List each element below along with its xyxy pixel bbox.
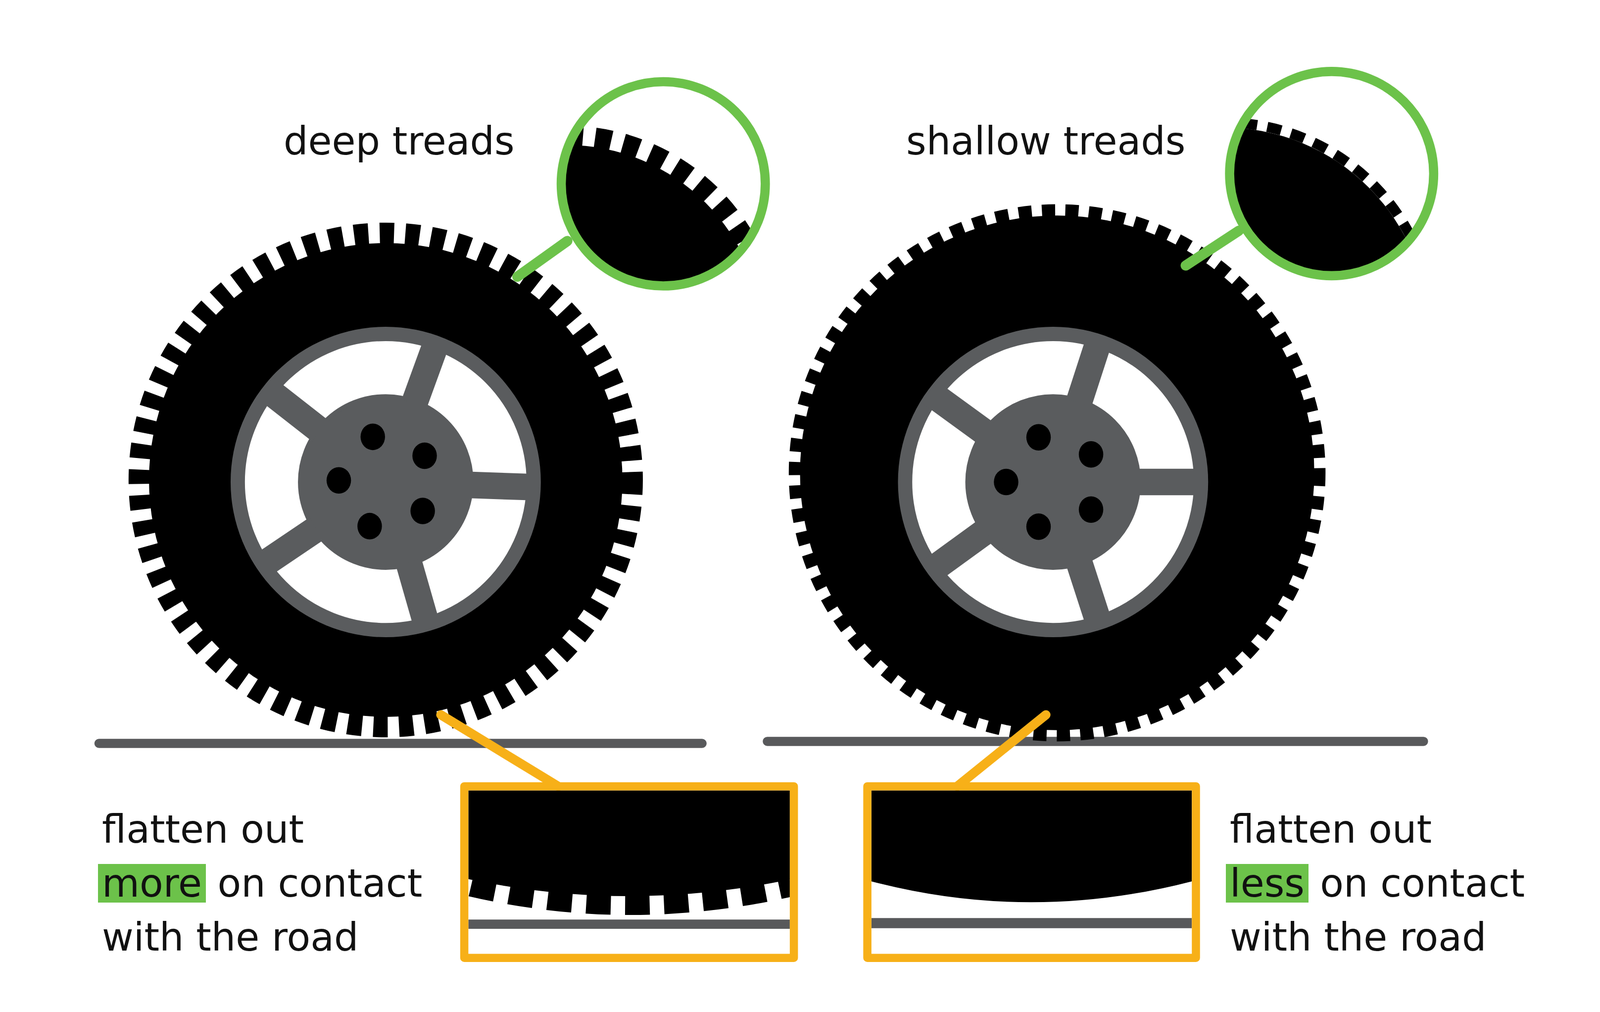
rim-window	[938, 367, 1168, 597]
leader-line	[957, 714, 1046, 786]
label: on contact	[1319, 863, 1525, 903]
wheel-hub	[897, 326, 1209, 637]
label: flatten out	[101, 809, 304, 849]
bolt-hole	[357, 512, 382, 540]
highlighted-word: more	[97, 863, 206, 903]
road	[98, 738, 703, 748]
bolt-hole	[412, 442, 437, 470]
deep-tread-tire	[141, 234, 631, 725]
rim-window	[271, 367, 500, 597]
bolt-hole	[410, 497, 435, 525]
label: with the road	[101, 917, 359, 957]
bolt-hole	[326, 466, 351, 494]
rim	[897, 326, 1209, 637]
bolt-hole	[1078, 440, 1104, 468]
text-line: shallow treads	[906, 121, 1186, 161]
highlighted-word: less	[1225, 863, 1309, 903]
text-line: with the road	[1229, 917, 1487, 957]
text-line: deep treads	[283, 121, 515, 161]
shallow-tread-tire	[794, 210, 1320, 735]
text-line: lesson contact	[1229, 863, 1525, 903]
text-line: with the road	[101, 917, 359, 957]
rim	[230, 326, 541, 637]
hub-center	[969, 397, 1137, 566]
label: on contact	[217, 863, 423, 903]
wheel-hub	[230, 326, 541, 637]
label: with the road	[1229, 917, 1487, 957]
bolt-hole	[1026, 513, 1051, 540]
road	[767, 736, 1424, 746]
label: deep treads	[283, 121, 515, 161]
label: flatten out	[1229, 809, 1432, 849]
bolt-hole	[1078, 495, 1104, 523]
text-line: moreon contact	[101, 863, 423, 903]
hub-center	[301, 397, 470, 566]
bolt-hole	[360, 423, 385, 451]
contact-detail	[464, 785, 796, 958]
label: shallow treads	[906, 121, 1186, 161]
leader-line	[440, 714, 559, 786]
bolt-hole	[1026, 423, 1051, 451]
text-line: flatten out	[101, 809, 304, 849]
bolt-hole	[993, 468, 1019, 496]
contact-detail	[867, 785, 1197, 958]
text-line: flatten out	[1229, 809, 1432, 849]
